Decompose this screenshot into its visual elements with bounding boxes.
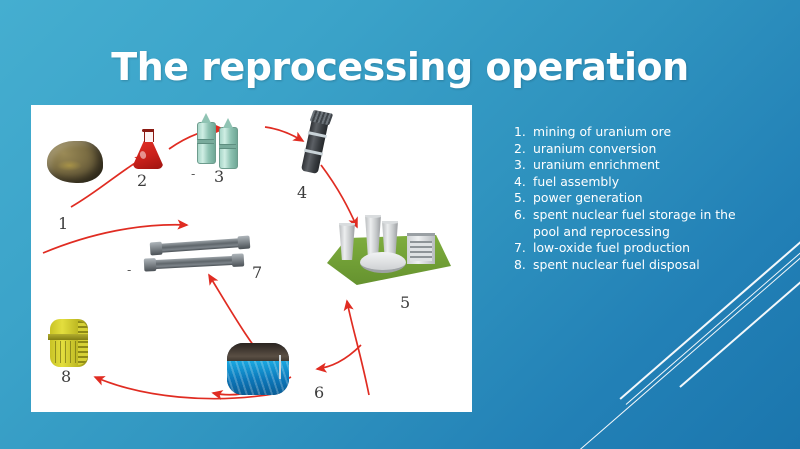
node-label-4: 4 [297, 183, 308, 202]
plant-building [407, 233, 435, 264]
fuel-rod [147, 255, 241, 270]
tick-mark: - [191, 167, 196, 181]
uranium-ore-rock-icon [47, 141, 103, 183]
list-item-label: mining of uranium ore [533, 124, 672, 139]
list-item-number: 3. [514, 157, 526, 173]
list-item-number: 6. [514, 206, 526, 222]
centrifuge-cylinder [197, 113, 216, 164]
list-item: 6. spent nuclear fuel storage in the poo… [514, 207, 738, 240]
arrow-6-edge [315, 344, 362, 373]
node-label-7: 7 [252, 263, 263, 282]
diagram-node-pool [227, 343, 289, 395]
cask-ribs [55, 341, 79, 363]
pool-rail [279, 355, 281, 379]
diagram-node-rods [147, 237, 252, 275]
list-item-number: 4. [514, 173, 526, 189]
cooling-tower [382, 221, 398, 261]
centrifuge-cylinder [219, 118, 238, 169]
diagram-node-centrifuges [197, 111, 241, 169]
diagram-node-cask [48, 319, 88, 367]
node-label-1: 1 [58, 214, 69, 233]
list-item-number: 1. [514, 124, 526, 139]
diagram-node-flask [131, 129, 165, 169]
node-label-5: 5 [400, 293, 411, 312]
tick-mark: - [127, 263, 132, 277]
spent-fuel-pool-icon [227, 343, 289, 395]
list-item-number: 5. [514, 190, 526, 206]
cask-band [48, 334, 88, 340]
streak-line [555, 253, 800, 449]
list-item-label: fuel assembly [533, 173, 620, 189]
cooling-tower [365, 215, 381, 257]
list-item: 7. low-oxide fuel production [514, 240, 738, 257]
flask-body [133, 141, 163, 169]
cask-lid [78, 321, 88, 365]
list-item-label: low-oxide fuel production [533, 240, 691, 256]
list-item: 5. power generation [514, 190, 738, 207]
diagram-node-assembly [300, 109, 334, 175]
list-item-label: spent nuclear fuel disposal [533, 256, 700, 272]
list-item: 2. uranium conversion [514, 141, 738, 158]
list-item-label: spent nuclear fuel storage in the pool a… [533, 206, 736, 239]
flask-neck [144, 129, 154, 142]
disposal-cask-icon [48, 319, 88, 367]
conversion-flask-icon [131, 129, 165, 169]
page-title: The reprocessing operation [111, 45, 689, 89]
list-item-label: uranium conversion [533, 140, 657, 156]
diagram-node-power-plant [327, 211, 451, 285]
flask-lip [142, 129, 154, 132]
diagram-panel: 1 2 3 - 4 [31, 105, 472, 412]
pool-deck [227, 343, 289, 362]
fuel-rod [153, 237, 247, 254]
arrow-3-to-4 [264, 126, 305, 142]
node-label-6: 6 [314, 383, 325, 402]
list-item-label: power generation [533, 190, 643, 206]
list-item: 1. mining of uranium ore [514, 124, 738, 141]
cooling-tower [339, 223, 355, 260]
arrow-5-to-6 [343, 299, 370, 396]
list-item: 8. spent nuclear fuel disposal [514, 257, 738, 274]
enrichment-centrifuges-icon [197, 111, 241, 169]
reactor-dome [360, 252, 406, 273]
list-item: 4. fuel assembly [514, 174, 738, 191]
list-item-number: 2. [514, 140, 526, 156]
list-item-number: 7. [514, 240, 526, 256]
fuel-assembly-icon [297, 109, 336, 177]
node-label-3: 3 [214, 167, 225, 186]
node-label-2: 2 [137, 171, 148, 190]
assembly-body [300, 117, 329, 175]
list-item-label: uranium enrichment [533, 157, 660, 173]
fuel-rods-icon [147, 237, 252, 275]
node-label-8: 8 [61, 367, 72, 386]
diagram-node-ore [47, 141, 103, 183]
process-step-list: 1. mining of uranium ore 2. uranium conv… [514, 124, 738, 273]
nuclear-power-plant-icon [327, 211, 451, 285]
list-item-number: 8. [514, 256, 526, 272]
list-item: 3. uranium enrichment [514, 157, 738, 174]
pool-water [227, 360, 289, 395]
